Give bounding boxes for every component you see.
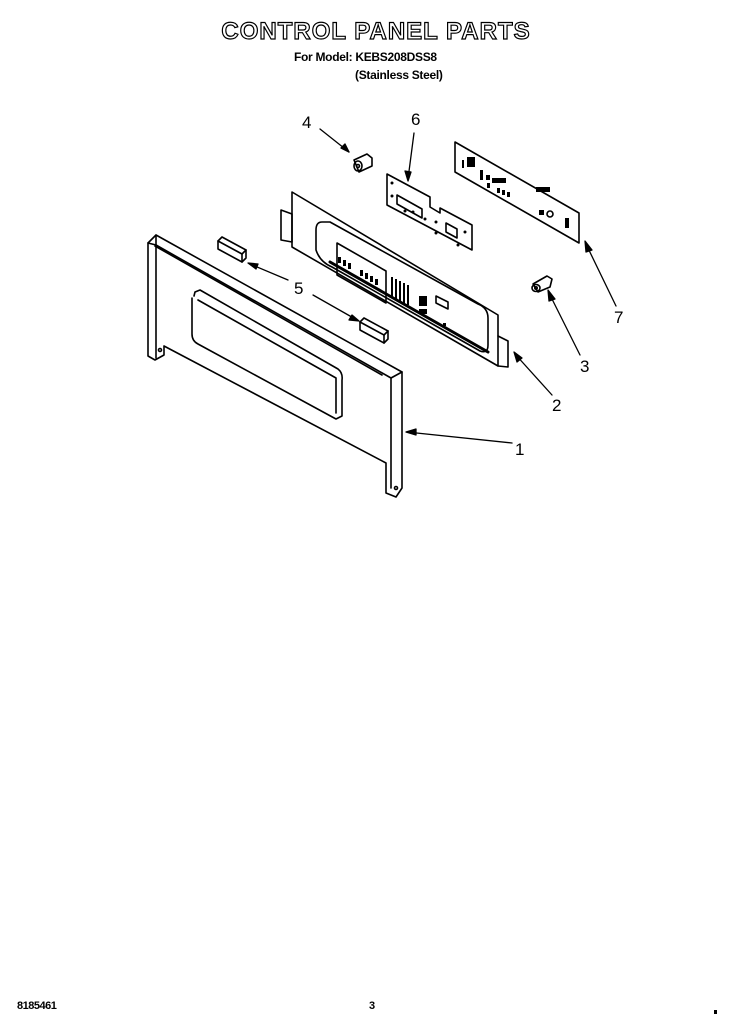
callout-7: 7 (614, 308, 623, 327)
part-3-standoff (531, 275, 553, 293)
part-1-control-panel-frame (147, 234, 403, 498)
page-number: 3 (369, 1000, 376, 1012)
callout-5: 5 (294, 279, 303, 298)
part-5-spacer-right (359, 317, 389, 344)
callout-4: 4 (302, 113, 311, 132)
part-4-standoff (353, 153, 373, 173)
part-5-spacer-left (217, 236, 247, 263)
document-number: 8185461 (17, 1000, 57, 1012)
page-title: CONTROL PANEL PARTS (221, 17, 531, 45)
part-7-control-board (454, 141, 580, 244)
callout-3: 3 (580, 357, 589, 376)
callout-1: 1 (515, 440, 524, 459)
part-6-membrane (386, 173, 473, 251)
callout-2: 2 (552, 396, 561, 415)
part-2-control-panel (280, 191, 509, 368)
callout-6: 6 (411, 110, 420, 129)
model-finish: (Stainless Steel) (355, 68, 443, 82)
corner-mark (714, 1010, 717, 1014)
model-number: For Model: KEBS208DSS8 (294, 50, 437, 64)
callout-leaders (247, 128, 617, 444)
